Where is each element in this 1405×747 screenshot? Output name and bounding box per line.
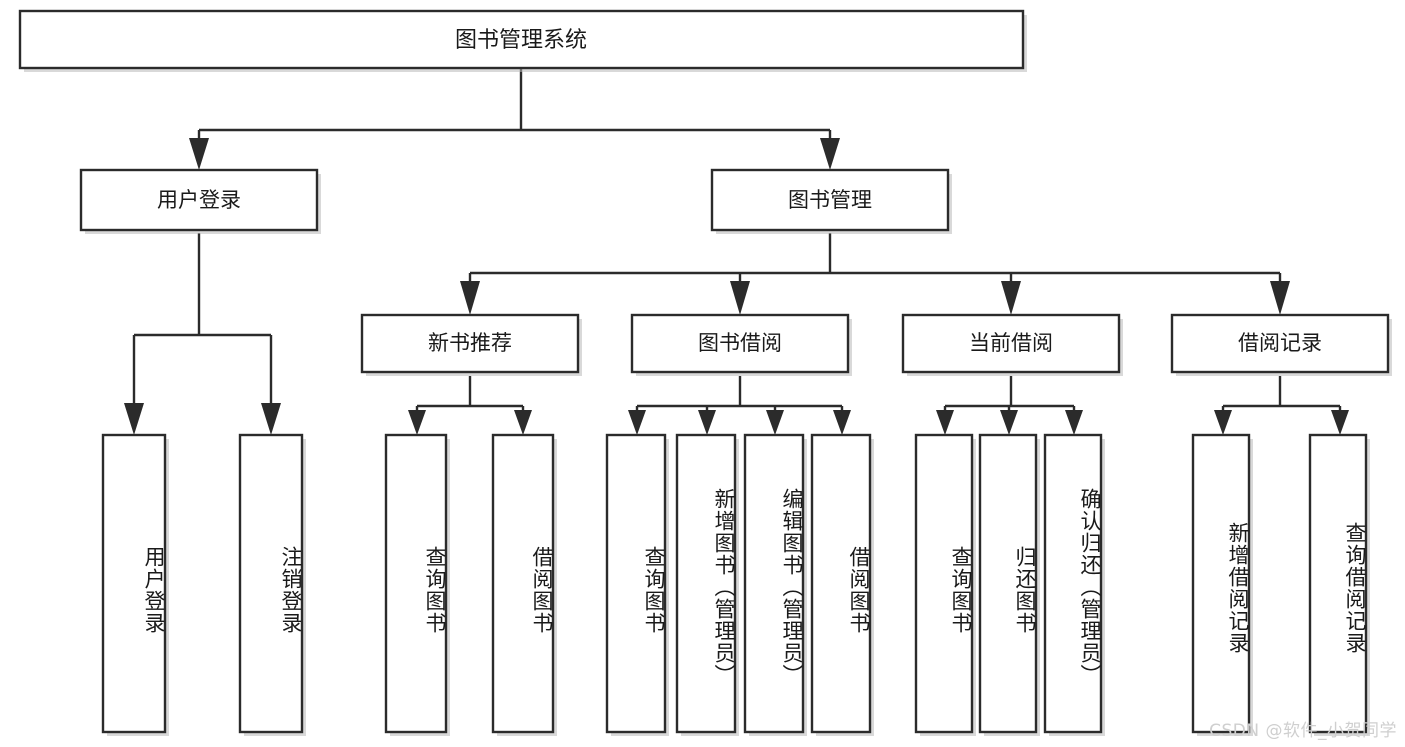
node-book-borrow[interactable]: 图书借阅 — [630, 313, 852, 376]
node-book-management-label: 图书管理 — [788, 188, 872, 212]
leaf-node-return-book[interactable] — [978, 433, 1040, 736]
arrow-head-icon — [1270, 281, 1290, 315]
arrow-head-icon — [189, 138, 209, 170]
connector-books-to-level3 — [460, 233, 1290, 315]
leaf-node-edit-book-admin[interactable] — [743, 433, 807, 736]
arrow-head-icon — [1214, 410, 1232, 435]
node-borrow-record-label: 借阅记录 — [1238, 331, 1322, 355]
arrow-head-icon — [1065, 410, 1083, 435]
leaf-node-logout[interactable] — [238, 433, 306, 736]
arrow-head-icon — [514, 410, 532, 435]
node-new-book-recommend-label: 新书推荐 — [428, 331, 512, 355]
arrow-head-icon — [1331, 410, 1349, 435]
node-current-borrow[interactable]: 当前借阅 — [901, 313, 1123, 376]
arrow-head-icon — [124, 403, 144, 435]
leaf-node-borrow-book[interactable] — [810, 433, 874, 736]
arrow-head-icon — [730, 281, 750, 315]
connector-currentborrow-to-leaves — [936, 376, 1083, 435]
leaf-node-add-borrow-record[interactable] — [1191, 433, 1253, 736]
node-user-login[interactable]: 用户登录 — [79, 168, 321, 234]
connector-newbook-to-leaves — [408, 376, 532, 435]
leaf-node-borrow-book-recommend[interactable] — [491, 433, 557, 736]
arrow-head-icon — [1000, 410, 1018, 435]
connector-borrowrecord-to-leaves — [1214, 376, 1349, 435]
arrow-head-icon — [1001, 281, 1021, 315]
leaf-node-add-book-admin[interactable] — [675, 433, 739, 736]
leaf-node-query-book-recommend[interactable] — [384, 433, 450, 736]
arrow-head-icon — [261, 403, 281, 435]
node-user-login-label: 用户登录 — [157, 188, 241, 212]
arrow-head-icon — [460, 281, 480, 315]
arrow-head-icon — [936, 410, 954, 435]
connector-root-to-level2 — [189, 69, 840, 170]
node-root-label: 图书管理系统 — [455, 28, 587, 53]
leaf-node-query-book-current[interactable] — [914, 433, 976, 736]
node-borrow-record[interactable]: 借阅记录 — [1170, 313, 1392, 376]
connector-userlogin-to-leaves — [124, 233, 281, 435]
leaf-node-query-borrow-record[interactable] — [1308, 433, 1370, 736]
watermark: CSDN @软件_小贺同学 — [1209, 721, 1397, 741]
arrow-head-icon — [820, 138, 840, 170]
node-book-management[interactable]: 图书管理 — [710, 168, 952, 234]
leaf-node-query-book-borrow[interactable] — [605, 433, 669, 736]
arrow-head-icon — [698, 410, 716, 435]
arrow-head-icon — [766, 410, 784, 435]
node-new-book-recommend[interactable]: 新书推荐 — [360, 313, 582, 376]
leaf-node-confirm-return-admin[interactable] — [1043, 433, 1105, 736]
node-current-borrow-label: 当前借阅 — [969, 331, 1053, 355]
leaf-node-user-login[interactable] — [101, 433, 169, 736]
connector-bookborrow-to-leaves — [628, 376, 851, 435]
node-book-borrow-label: 图书借阅 — [698, 331, 782, 355]
arrow-head-icon — [408, 410, 426, 435]
arrow-head-icon — [628, 410, 646, 435]
arrow-head-icon — [833, 410, 851, 435]
node-root[interactable]: 图书管理系统 — [18, 9, 1027, 72]
